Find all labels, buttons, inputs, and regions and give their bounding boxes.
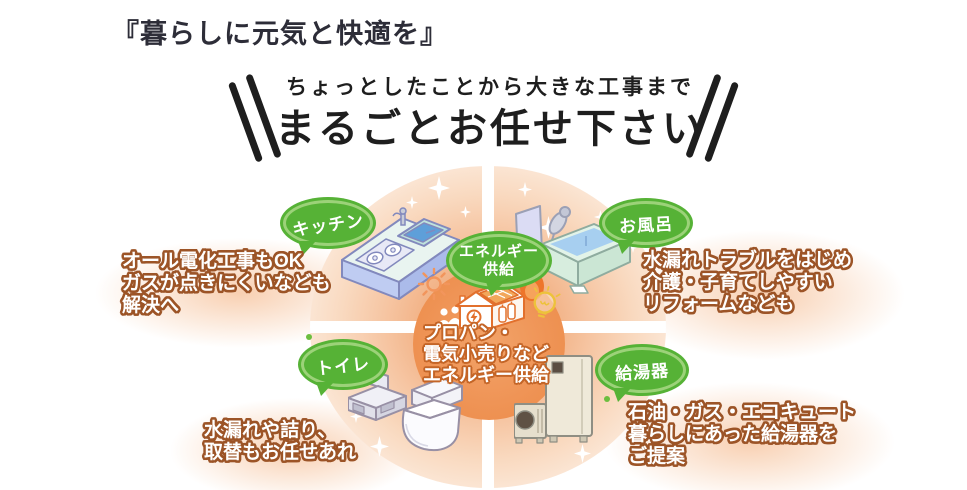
green-dot xyxy=(306,334,312,340)
bubble-toilet-label: トイレ xyxy=(315,354,372,379)
center-caption-line: エネルギー供給 xyxy=(423,365,549,385)
bubble-kitchen-label: キッチン xyxy=(291,210,366,240)
peach-glow xyxy=(605,382,895,490)
toilet-illustration xyxy=(348,367,463,451)
note-line: 暮らしにあった給湯器を xyxy=(628,424,838,445)
banner-subtitle: ちょっとしたことから大きな工事まで xyxy=(286,76,694,99)
gas-cylinder-icon xyxy=(498,301,516,323)
note-line: 水漏れトラブルをはじめ xyxy=(643,250,853,271)
page-title: 『暮らしに元気と快適を』 xyxy=(112,19,448,49)
center-caption: プロパン・ 電気小売りなど エネルギー供給 xyxy=(423,323,549,386)
bubble-kitchen: キッチン xyxy=(283,200,373,246)
sun-icon xyxy=(418,267,451,301)
note-line: ガスが点きにくいなども xyxy=(122,273,331,294)
note-line: 介護・子育てしやすい xyxy=(643,272,833,293)
bubble-bath: お風呂 xyxy=(602,201,690,245)
bubble-toilet: トイレ xyxy=(301,342,385,387)
note-line: オール電化工事もOK xyxy=(122,251,303,272)
house-icon xyxy=(455,281,525,329)
light-bulb-icon xyxy=(533,286,561,318)
note-line: 石油・ガス・エコキュート xyxy=(628,402,857,423)
people-icon xyxy=(438,306,461,330)
sparkle-icon xyxy=(628,242,638,253)
bubble-energy-line2: 供給 xyxy=(482,260,515,278)
banner-heading: まるごとお任せ下さい xyxy=(275,107,705,151)
note-line: 解決へ xyxy=(122,295,180,316)
peach-glow xyxy=(625,230,905,360)
center-caption-line: 電気小売りなど xyxy=(423,344,549,364)
note-line: ご提案 xyxy=(628,446,686,467)
bubble-water-heater: 給湯器 xyxy=(598,347,686,393)
note-water-heater: 石油・ガス・エコキュート 暮らしにあった給湯器を ご提案 xyxy=(628,402,856,468)
note-line: 水漏れや詰り、 xyxy=(204,420,337,441)
green-dot xyxy=(604,396,610,402)
center-caption-line: プロパン・ xyxy=(423,323,514,343)
note-bath: 水漏れトラブルをはじめ 介護・子育てしやすい リフォームなども xyxy=(643,250,852,316)
sparkle-icon xyxy=(460,206,471,218)
note-toilet: 水漏れや詰り、 取替もお任せあれ xyxy=(204,420,356,464)
water-heater-illustration xyxy=(514,355,593,444)
bubble-energy-line1: エネルギー xyxy=(458,242,539,260)
bubble-water-heater-label: 給湯器 xyxy=(614,360,670,384)
note-line: リフォームなども xyxy=(643,294,795,315)
note-kitchen: オール電化工事もOK ガスが点きにくいなども 解決へ xyxy=(122,251,331,317)
bubble-bath-label: お風呂 xyxy=(618,214,674,236)
note-line: 取替もお任せあれ xyxy=(204,442,357,463)
bubble-energy: エネルギー 供給 xyxy=(449,234,549,287)
